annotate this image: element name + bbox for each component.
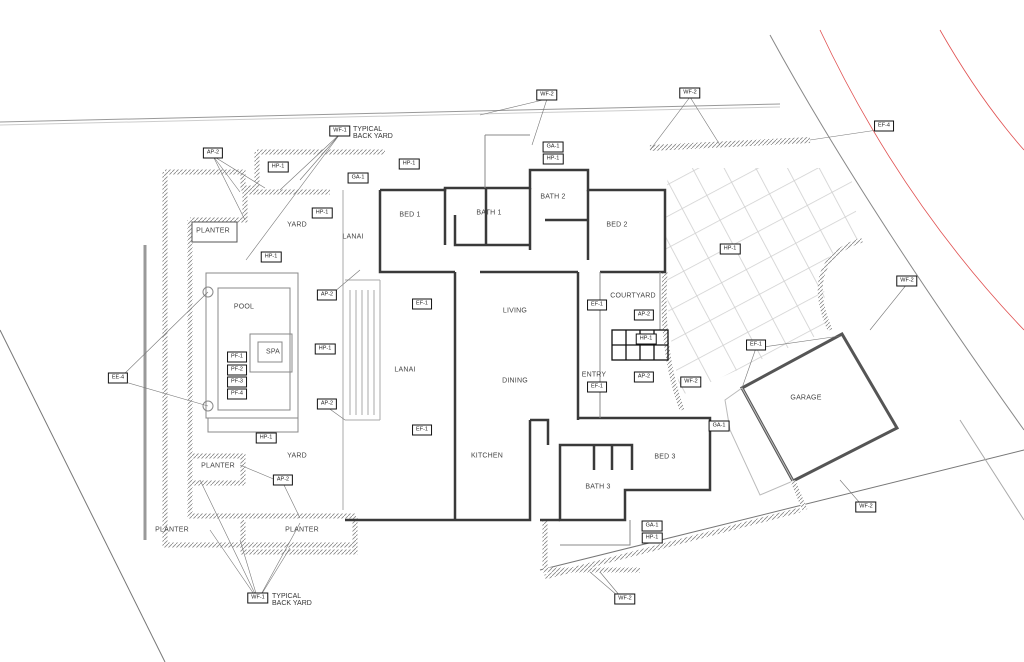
equipment-tag-hp-1: HP-1 xyxy=(641,532,663,544)
pool-outline xyxy=(202,272,299,433)
room-label-bath-3: BATH 3 xyxy=(585,483,611,491)
equipment-tag-hp-1: HP-1 xyxy=(542,153,564,165)
equipment-tag-ga-1: GA-1 xyxy=(641,520,663,532)
equipment-tag-wf-2: WF-2 xyxy=(679,87,701,99)
leader-lines xyxy=(117,96,908,603)
equipment-tag-pf-2: PF-2 xyxy=(227,364,247,376)
equipment-tag-pf-3: PF-3 xyxy=(227,376,247,388)
equipment-tag-ee-4: EE-4 xyxy=(107,372,129,384)
equipment-tag-ap-2: AP-2 xyxy=(272,474,294,486)
equipment-tag-hp-1: HP-1 xyxy=(260,251,282,263)
equipment-tag-hp-1: HP-1 xyxy=(398,158,420,170)
room-label-bath-1: BATH 1 xyxy=(476,209,502,217)
equipment-tag-hp-1: HP-1 xyxy=(267,161,289,173)
equipment-tag-wf-2: WF-2 xyxy=(855,501,877,513)
equipment-tag-ga-1: GA-1 xyxy=(347,172,369,184)
equipment-tag-wf-2: WF-2 xyxy=(680,376,702,388)
equipment-tag-hp-1: HP-1 xyxy=(311,207,333,219)
equipment-tag-ef-1: EF-1 xyxy=(412,424,432,436)
equipment-tag-wf-2: WF-2 xyxy=(536,89,558,101)
room-label-lanai: LANAI xyxy=(342,233,364,241)
room-label-living: LIVING xyxy=(502,307,528,315)
equipment-tag-wf-1: WF-1 xyxy=(329,125,351,137)
room-label-bath-2: BATH 2 xyxy=(540,193,566,201)
room-label-entry: ENTRY xyxy=(581,371,607,379)
equipment-tag-ef-1: EF-1 xyxy=(587,299,607,311)
equipment-tag-hp-1: HP-1 xyxy=(314,343,336,355)
equipment-tag-ef-1: EF-1 xyxy=(412,298,432,310)
equipment-tag-ga-1: GA-1 xyxy=(708,420,730,432)
room-label-planter: PLANTER xyxy=(155,526,189,534)
room-label-yard: YARD xyxy=(287,452,307,460)
room-label-pool: POOL xyxy=(233,303,255,311)
room-label-lanai: LANAI xyxy=(394,366,416,374)
equipment-tag-wf-2: WF-2 xyxy=(896,275,918,287)
equipment-tag-ef-4: EF-4 xyxy=(874,120,894,132)
room-label-bed-1: BED 1 xyxy=(399,211,421,219)
typical-back-yard-note: TYPICAL BACK YARD xyxy=(272,593,312,607)
room-label-planter: PLANTER xyxy=(201,462,235,470)
equipment-tag-ap-2: AP-2 xyxy=(202,147,224,159)
equipment-tag-hp-1: HP-1 xyxy=(635,333,657,345)
room-label-courtyard: COURTYARD xyxy=(610,292,656,300)
typical-back-yard-note: TYPICAL BACK YARD xyxy=(353,126,393,140)
courtyard-grid xyxy=(611,329,669,361)
room-label-bed-2: BED 2 xyxy=(606,221,628,229)
equipment-tag-hp-1: HP-1 xyxy=(719,243,741,255)
site-lines xyxy=(0,29,1024,662)
equipment-tag-ap-2: AP-2 xyxy=(316,289,338,301)
equipment-tag-wf-2: WF-2 xyxy=(614,593,636,605)
driveway-pavers xyxy=(665,168,860,395)
equipment-tag-ef-1: EF-1 xyxy=(587,381,607,393)
room-label-bed-3: BED 3 xyxy=(654,453,676,461)
equipment-tag-pf-1: PF-1 xyxy=(227,351,247,363)
room-label-kitchen: KITCHEN xyxy=(470,452,504,460)
equipment-tag-ga-1: GA-1 xyxy=(542,141,564,153)
equipment-tag-ef-1: EF-1 xyxy=(746,339,766,351)
equipment-tag-ap-2: AP-2 xyxy=(633,309,655,321)
room-label-planter: PLANTER xyxy=(196,227,230,235)
room-label-garage: GARAGE xyxy=(790,394,822,402)
equipment-tag-hp-1: HP-1 xyxy=(255,432,277,444)
house-walls xyxy=(345,168,712,522)
equipment-tag-pf-4: PF-4 xyxy=(227,388,247,400)
equipment-tag-ap-2: AP-2 xyxy=(633,371,655,383)
room-label-planter: PLANTER xyxy=(285,526,319,534)
equipment-tag-wf-1: WF-1 xyxy=(247,592,269,604)
equipment-tag-ap-2: AP-2 xyxy=(316,398,338,410)
room-label-yard: YARD xyxy=(287,221,307,229)
room-label-spa: SPA xyxy=(265,348,281,356)
room-label-dining: DINING xyxy=(502,377,528,385)
